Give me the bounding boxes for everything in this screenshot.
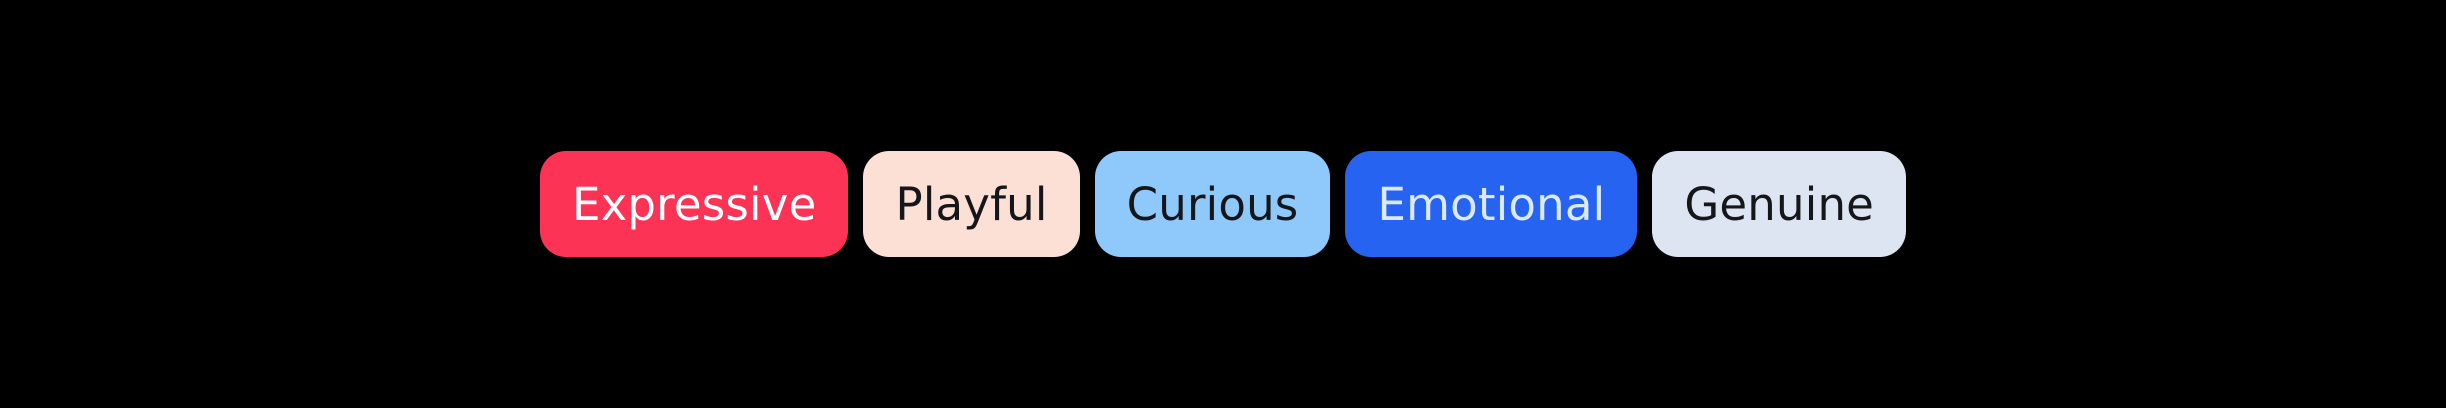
tag-label: Curious bbox=[1126, 177, 1299, 231]
tag-pill[interactable]: Emotional bbox=[1345, 151, 1638, 257]
tag-label: Emotional bbox=[1377, 177, 1606, 231]
tag-label: Genuine bbox=[1684, 177, 1875, 231]
tag-label: Playful bbox=[895, 177, 1048, 231]
tag-pill[interactable]: Playful bbox=[863, 151, 1080, 257]
tag-pill[interactable]: Genuine bbox=[1652, 151, 1907, 257]
tag-pill[interactable]: Expressive bbox=[539, 151, 849, 257]
tag-pill[interactable]: Curious bbox=[1094, 151, 1331, 257]
tag-label: Expressive bbox=[571, 177, 817, 231]
